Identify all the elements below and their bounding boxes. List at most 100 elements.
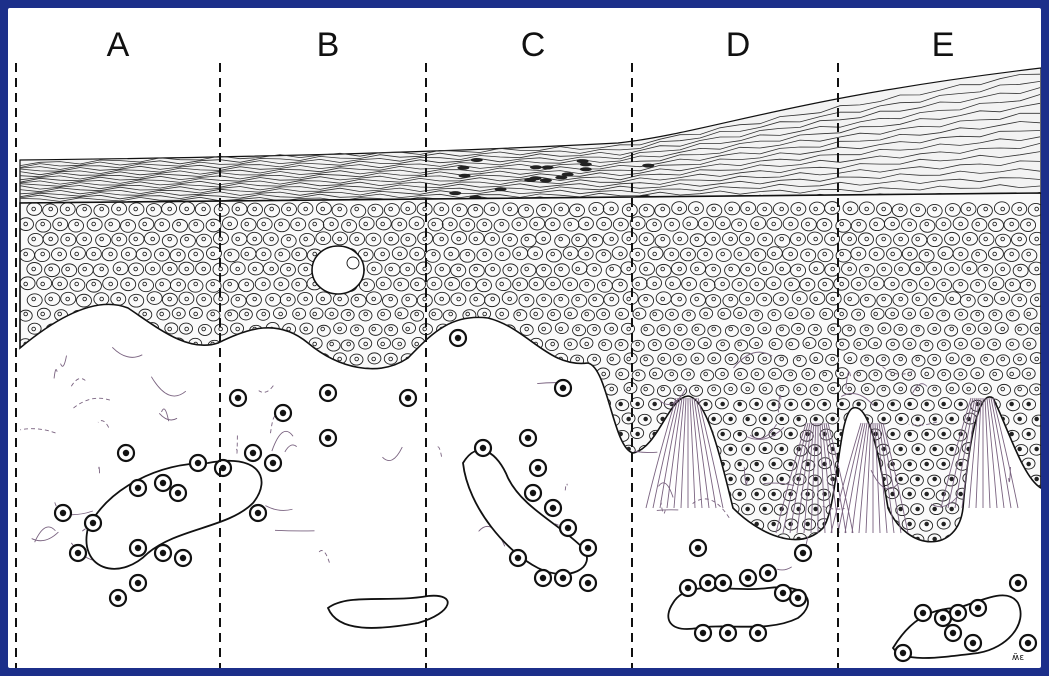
epithelial-cell	[400, 445, 413, 456]
cell-nucleus	[1035, 507, 1039, 511]
cell-nucleus	[381, 492, 385, 496]
cell-nucleus	[738, 552, 742, 556]
cell-nucleus	[126, 342, 130, 346]
epithelial-cell	[361, 368, 374, 379]
cell-nucleus	[542, 477, 546, 481]
cell-nucleus	[916, 507, 920, 511]
cell-nucleus	[899, 447, 903, 451]
cell-nucleus	[270, 357, 274, 361]
cell-nucleus	[950, 537, 954, 541]
cell-nucleus	[687, 492, 691, 496]
epithelial-cell	[596, 428, 609, 439]
cell-nucleus	[602, 462, 606, 466]
cell-nucleus	[109, 372, 113, 376]
epithelial-cell	[497, 370, 510, 381]
cell-nucleus	[908, 492, 912, 496]
cell-nucleus	[729, 507, 733, 511]
cell-nucleus	[245, 432, 249, 436]
stromal-fiber	[265, 506, 292, 511]
cell-nucleus	[440, 447, 444, 451]
cell-nucleus	[899, 477, 903, 481]
epithelial-cell	[588, 385, 601, 396]
cell-nucleus	[381, 462, 385, 466]
keratin-fleck	[471, 158, 483, 162]
cell-nucleus	[160, 432, 164, 436]
epithelial-cell	[734, 550, 747, 561]
epithelial-cell	[62, 535, 75, 546]
cell-nucleus	[525, 447, 529, 451]
histology-diagram: A B C D E ʍ̃ɛ	[8, 8, 1041, 668]
cell-nucleus	[355, 387, 359, 391]
cell-nucleus	[440, 477, 444, 481]
artist-signature: ʍ̃ɛ	[1012, 653, 1024, 663]
epithelial-cell	[393, 519, 406, 530]
cell-nucleus	[347, 402, 351, 406]
cell-nucleus	[780, 477, 784, 481]
cell-nucleus	[253, 357, 257, 361]
epithelial-cell	[886, 549, 899, 560]
epithelial-cell	[564, 370, 577, 381]
inflammatory-cell-nucleus	[920, 610, 926, 616]
cell-nucleus	[432, 342, 436, 346]
epithelial-cell	[70, 339, 83, 350]
epithelial-cell	[734, 520, 747, 531]
cell-nucleus	[406, 537, 410, 541]
epithelial-cell	[46, 324, 59, 335]
epithelial-cell	[675, 533, 688, 544]
epithelial-cell	[113, 383, 126, 394]
inflammatory-cell-nucleus	[780, 590, 786, 596]
inflammatory-cell-nucleus	[795, 595, 801, 601]
epithelial-cell	[239, 370, 252, 381]
epithelial-cell	[443, 430, 456, 441]
epithelial-cell	[69, 458, 82, 469]
inflammatory-cell-nucleus	[90, 520, 96, 526]
cell-nucleus	[772, 462, 776, 466]
epithelial-cell	[657, 443, 670, 454]
epithelial-cell	[71, 368, 84, 379]
cell-nucleus	[92, 312, 96, 316]
epithelial-cell	[191, 368, 204, 379]
inflammatory-cell-nucleus	[123, 450, 129, 456]
epithelial-cell	[623, 474, 636, 485]
epithelial-cell	[437, 355, 450, 366]
cell-nucleus	[66, 477, 70, 481]
epithelial-cell	[113, 324, 126, 335]
epithelial-cell	[571, 384, 584, 395]
blood-vessel	[328, 596, 448, 628]
cell-nucleus	[236, 357, 240, 361]
cell-nucleus	[330, 492, 334, 496]
epithelial-cell	[486, 413, 499, 424]
inflammatory-cell-nucleus	[135, 545, 141, 551]
epithelial-cell	[752, 548, 765, 559]
cell-nucleus	[168, 357, 172, 361]
stromal-fiber	[54, 370, 57, 379]
cell-nucleus	[364, 402, 368, 406]
epithelial-cell	[267, 383, 280, 394]
epithelial-cell	[429, 430, 442, 441]
epithelial-cell	[402, 533, 415, 544]
cell-nucleus	[151, 447, 155, 451]
cell-nucleus	[678, 447, 682, 451]
panel-label-a: A	[107, 26, 130, 64]
cell-nucleus	[542, 447, 546, 451]
epithelial-cell	[19, 430, 32, 441]
cell-nucleus	[491, 327, 495, 331]
cell-nucleus	[721, 552, 725, 556]
cell-nucleus	[330, 522, 334, 526]
cell-nucleus	[185, 417, 189, 421]
cell-nucleus	[313, 552, 317, 556]
cell-nucleus	[508, 447, 512, 451]
epithelial-cell	[207, 429, 220, 440]
cell-nucleus	[483, 432, 487, 436]
cell-nucleus	[440, 357, 444, 361]
cell-nucleus	[219, 417, 223, 421]
epithelial-cell	[334, 475, 347, 486]
epithelial-cell	[344, 369, 357, 380]
cell-nucleus	[984, 477, 988, 481]
epithelial-cell	[208, 548, 221, 559]
epithelial-cell	[547, 369, 560, 380]
cell-nucleus	[729, 417, 733, 421]
cell-nucleus	[942, 522, 946, 526]
cell-nucleus	[372, 417, 376, 421]
cell-nucleus	[415, 552, 419, 556]
